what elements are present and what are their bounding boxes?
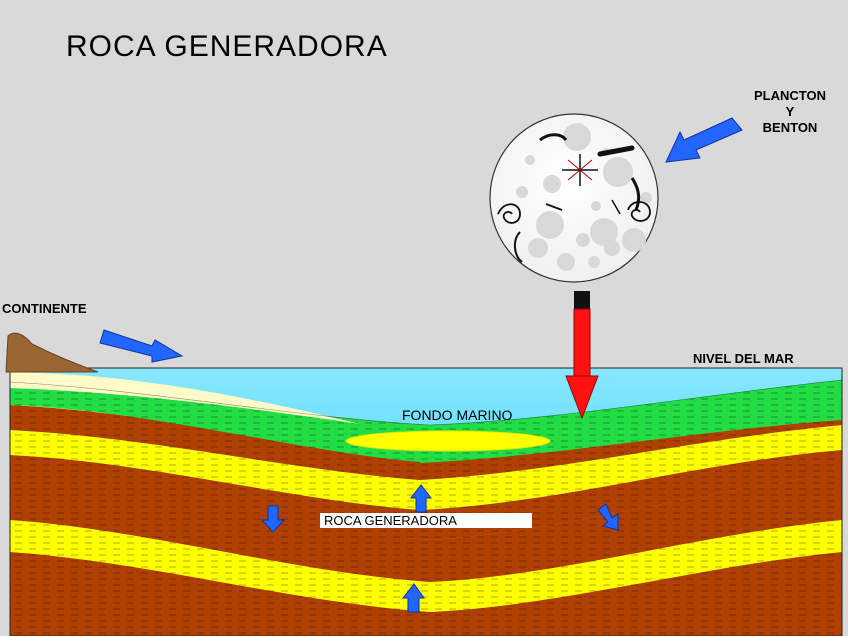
flow-arrow-icon (99, 329, 184, 363)
plancton-label-line: BENTON (762, 120, 818, 135)
flow-arrow-icon (260, 505, 286, 533)
diagram-title: ROCA GENERADORA (66, 30, 388, 63)
plancton-label-line: PLANCTON (754, 88, 826, 103)
sea-level-label: NIVEL DEL MAR (693, 351, 794, 366)
flow-arrow-icon (409, 484, 433, 513)
flow-arrow-icon (665, 117, 743, 163)
plancton-label-line: Y (785, 104, 795, 119)
flow-arrow-icon (401, 583, 425, 613)
section-frame (9, 367, 843, 636)
continente-label: CONTINENTE (2, 301, 87, 316)
organic-lens (345, 430, 551, 452)
continent-landmass (5, 332, 99, 373)
coastal-sand-wedge (10, 372, 360, 424)
plankton-sphere-icon (489, 113, 659, 283)
source-rock-label-box (320, 513, 532, 528)
source-rock-label: ROCA GENERADORA (324, 513, 457, 528)
sea-floor-line (10, 379, 842, 426)
flow-arrow-icon (597, 503, 619, 531)
plancton-benton-label: PLANCTON Y BENTON (740, 88, 840, 136)
sea-floor-label: FONDO MARINO (402, 407, 513, 423)
sinking-arrow-icon (565, 291, 599, 420)
